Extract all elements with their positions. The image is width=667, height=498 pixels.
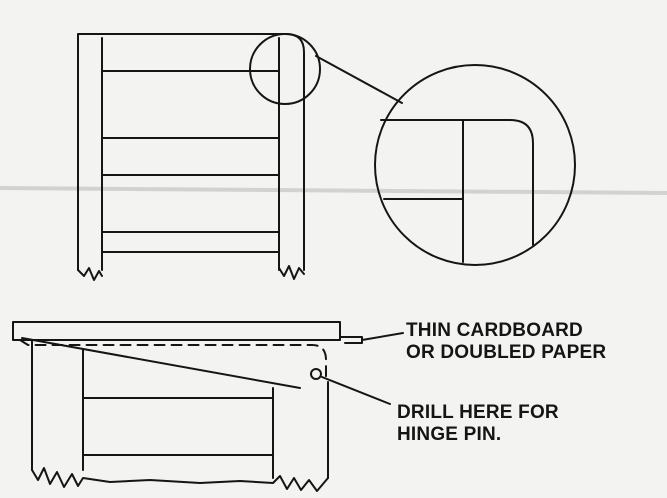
drill-callout-line-1: DRILL HERE FOR <box>397 402 559 423</box>
detail-circle <box>374 64 576 266</box>
cabinet-front-view <box>77 33 403 281</box>
drill-callout-line-2: HINGE PIN. <box>397 424 502 445</box>
side-torn-edge <box>31 467 329 492</box>
right-torn-edge <box>278 265 305 280</box>
slope-brace <box>21 337 301 389</box>
corner-detail-enlarged <box>374 64 576 266</box>
hinge-pin-hole <box>310 368 322 380</box>
left-torn-edge <box>77 267 103 281</box>
lid-board <box>12 321 341 341</box>
detail-rounded-corner <box>462 119 534 246</box>
frame-outline <box>77 33 305 271</box>
detail-leader-line <box>315 55 403 104</box>
cardboard-callout: THIN CARDBOARD OR DOUBLED PAPER <box>406 320 606 364</box>
cabinet-side-view <box>12 321 404 492</box>
drill-leader-line <box>321 376 391 405</box>
corner-detail-marker <box>249 33 321 105</box>
cardboard-callout-line-1: THIN CARDBOARD <box>406 320 583 341</box>
cardboard-callout-line-2: OR DOUBLED PAPER <box>406 342 607 363</box>
paper-crease <box>0 186 667 195</box>
dashed-cardboard-line <box>19 339 327 383</box>
cardboard-leader-line <box>361 332 404 341</box>
drill-callout: DRILL HERE FOR HINGE PIN. <box>397 402 559 446</box>
cardboard-strip <box>339 336 363 344</box>
